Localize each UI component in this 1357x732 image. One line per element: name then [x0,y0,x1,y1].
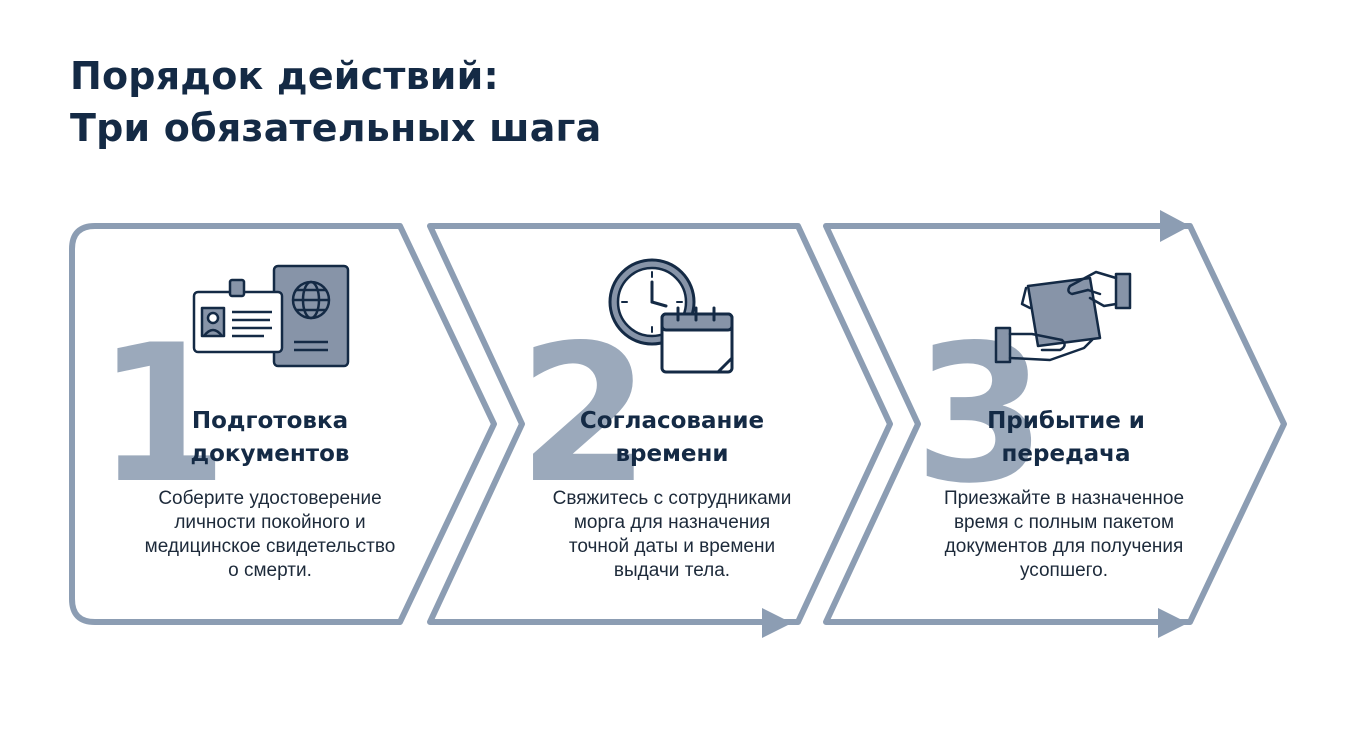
title-line-1: Порядок действий: [70,54,499,98]
step-3-heading-line-2: передача [1001,441,1131,467]
page-title: Порядок действий: Три обязательных шага [70,50,601,154]
step-1-heading-line-2: документов [190,441,350,467]
id-card-passport-icon [192,264,350,368]
step-1-description-line-3: медицинское свидетельство [144,536,396,557]
arrow-head-bottom-middle [762,608,792,638]
step-2-description: Свяжитесь с сотрудниками морга для назна… [522,487,822,583]
arrow-head-bottom-right [1158,608,1188,638]
step-3-number: 3 [914,304,1046,525]
step-2-shape [427,223,893,625]
step-3-description-line-1: Приезжайте в назначенное [943,488,1185,509]
step-1-description-line-1: Соберите удостоверение [158,488,382,509]
clock-calendar-icon [608,258,734,374]
step-2-heading: Согласование времени [562,405,782,471]
step-3-description-line-4: усопшего. [1019,560,1109,581]
title-line-2: Три обязательных шага [70,106,602,150]
step-3-heading: Прибытие и передача [956,405,1176,471]
step-2-description-line-3: точной даты и времени [568,536,776,557]
step-3-description: Приезжайте в назначенное время с полным … [914,487,1214,583]
step-1-shape [69,223,497,625]
step-2-heading-line-1: Согласование [579,408,765,434]
arrow-head-top-right [1160,210,1190,242]
step-3-description-line-3: документов для получения [944,536,1184,557]
step-2-number: 2 [518,304,650,525]
step-1-heading-line-1: Подготовка [191,408,349,434]
step-1-description: Соберите удостоверение личности покойног… [120,487,420,583]
step-2-description-line-2: морга для назначения [573,512,771,533]
handover-icon [994,270,1132,364]
step-3-heading-line-1: Прибытие и [987,408,1145,434]
step-1-heading: Подготовка документов [170,405,370,471]
step-2-description-line-4: выдачи тела. [613,560,731,581]
step-3-description-line-2: время с полным пакетом [953,512,1175,533]
step-2-heading-line-2: времени [615,441,729,467]
step-1-description-line-4: о смерти. [228,560,312,581]
step-2-description-line-1: Свяжитесь с сотрудниками [552,488,792,509]
step-1-description-line-2: личности покойного и [174,512,366,533]
